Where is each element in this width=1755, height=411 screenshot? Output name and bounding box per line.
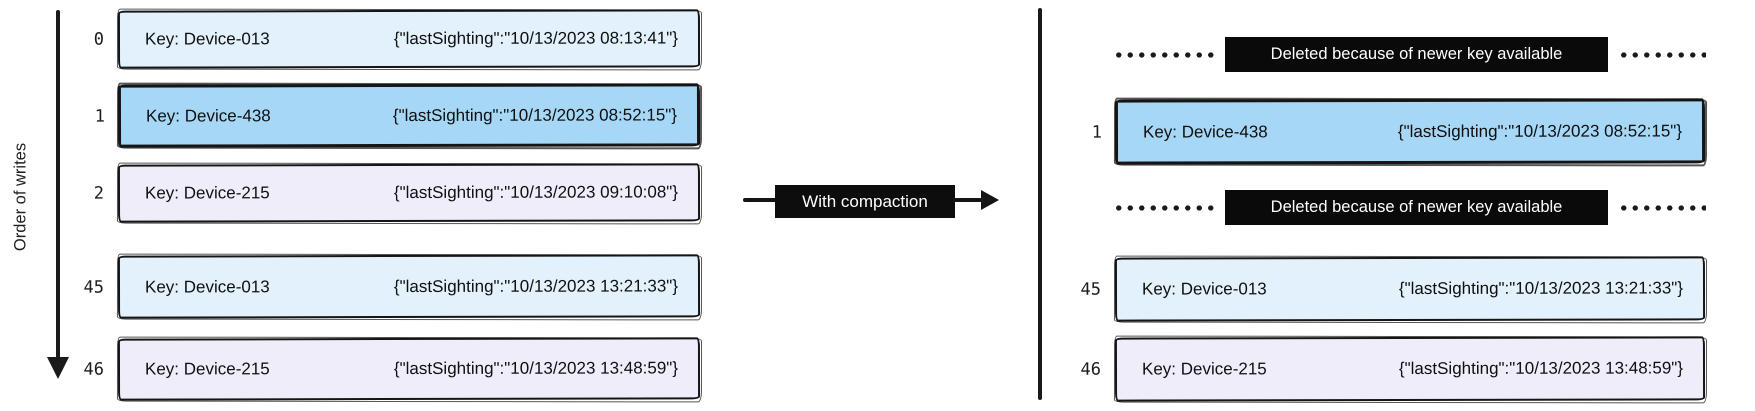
record-row-0: 0 Key: Device-013 {"lastSighting":"10/13… — [94, 9, 701, 69]
record-key: Key: Device-215 — [144, 183, 270, 203]
record-row-45: 45 Key: Device-013 {"lastSighting":"10/1… — [83, 254, 701, 319]
record-row-45-compacted: 45 Key: Device-013 {"lastSighting":"10/1… — [1080, 256, 1706, 322]
dotted-line — [1618, 51, 1706, 58]
deleted-record-row-0: Deleted because of newer key available — [1113, 37, 1706, 72]
record-value: {"lastSighting":"10/13/2023 08:52:15"} — [392, 104, 678, 125]
record-value: {"lastSighting":"10/13/2023 08:13:41"} — [393, 28, 679, 49]
record-row-1-compacted: 1 Key: Device-438 {"lastSighting":"10/13… — [1092, 98, 1706, 165]
record-row-46-compacted: 46 Key: Device-215 {"lastSighting":"10/1… — [1080, 336, 1706, 402]
write-index: 2 — [93, 183, 105, 204]
write-index: 46 — [1080, 359, 1102, 380]
record-value: {"lastSighting":"10/13/2023 13:21:33"} — [393, 275, 679, 296]
record-key: Key: Device-438 — [145, 105, 271, 126]
record-value: {"lastSighting":"10/13/2023 13:48:59"} — [393, 358, 679, 379]
write-index: 0 — [93, 29, 105, 50]
deleted-notice-label: Deleted because of newer key available — [1225, 37, 1608, 72]
record-value: {"lastSighting":"10/13/2023 13:21:33"} — [1398, 278, 1684, 299]
write-index: 45 — [83, 277, 105, 298]
record-key: Key: Device-013 — [144, 29, 270, 49]
with-compaction-label: With compaction — [775, 185, 955, 218]
write-index: 45 — [1080, 279, 1102, 300]
record-value: {"lastSighting":"10/13/2023 09:10:08"} — [393, 182, 679, 203]
record-key: Key: Device-438 — [1142, 121, 1268, 142]
dotted-line — [1113, 51, 1217, 58]
compaction-arrow-line — [743, 198, 777, 202]
record-key: Key: Device-215 — [144, 359, 270, 379]
compacted-log-axis-line — [1038, 8, 1042, 400]
record-row-2: 2 Key: Device-215 {"lastSighting":"10/13… — [94, 163, 701, 223]
record-key: Key: Device-013 — [1141, 279, 1267, 299]
order-of-writes-axis-line — [56, 10, 60, 360]
dotted-line — [1618, 204, 1706, 211]
record-row-1: 1 Key: Device-438 {"lastSighting":"10/13… — [95, 83, 701, 148]
write-index: 46 — [83, 359, 105, 380]
arrow-right-icon — [981, 190, 999, 210]
write-index: 1 — [1091, 122, 1103, 143]
arrow-down-icon — [47, 357, 69, 379]
record-key: Key: Device-013 — [144, 276, 270, 297]
dotted-line — [1113, 204, 1217, 211]
deleted-record-row-1: Deleted because of newer key available — [1113, 190, 1706, 225]
record-value: {"lastSighting":"10/13/2023 13:48:59"} — [1398, 358, 1684, 379]
order-of-writes-axis-label: Order of writes — [11, 142, 30, 252]
record-row-46: 46 Key: Device-215 {"lastSighting":"10/1… — [83, 337, 701, 401]
deleted-notice-label: Deleted because of newer key available — [1225, 190, 1608, 225]
record-key: Key: Device-215 — [1141, 359, 1267, 379]
compaction-arrow-line — [953, 198, 982, 202]
write-index: 1 — [94, 106, 106, 127]
record-value: {"lastSighting":"10/13/2023 08:52:15"} — [1397, 120, 1683, 141]
